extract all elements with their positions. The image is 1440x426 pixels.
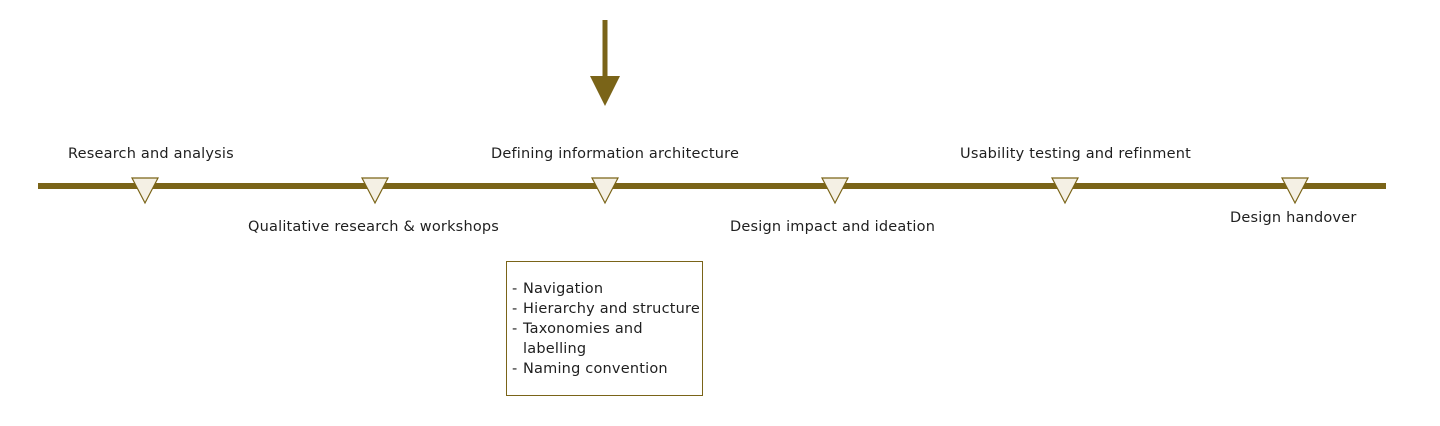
stage-label-qualitative-research: Qualitative research & workshops [248, 219, 500, 235]
stage-label-information-architecture: Defining information architecture [491, 146, 740, 162]
list-item: - Hierarchy and structure [512, 299, 708, 319]
list-item-text: Naming convention [523, 361, 668, 377]
list-item-text: Navigation [523, 281, 604, 297]
stage-detail-list: - Navigation - Hierarchy and structure -… [512, 279, 708, 379]
list-item: - Naming convention [512, 359, 708, 379]
milestone-marker-icon [821, 177, 849, 205]
stage-detail-box: - Navigation - Hierarchy and structure -… [506, 261, 703, 396]
stage-label-research: Research and analysis [68, 146, 234, 162]
list-item: - Taxonomies and labelling [512, 319, 708, 359]
milestone-marker-icon [361, 177, 389, 205]
stage-label-design-handover: Design handover [1230, 210, 1357, 226]
down-arrow-icon [590, 20, 620, 106]
list-item-text: Hierarchy and structure [523, 301, 700, 317]
milestone-marker-icon [591, 177, 619, 205]
milestone-marker-icon [1051, 177, 1079, 205]
list-dash: - [512, 321, 518, 337]
milestone-marker-icon [131, 177, 159, 205]
milestone-marker-icon [1281, 177, 1309, 205]
list-dash: - [512, 361, 518, 377]
timeline-bar [38, 183, 1386, 189]
stage-label-design-impact: Design impact and ideation [730, 219, 936, 235]
stage-label-usability-testing: Usability testing and refinment [960, 146, 1191, 162]
list-item-text: Taxonomies and labelling [523, 321, 643, 357]
list-dash: - [512, 301, 518, 317]
list-item: - Navigation [512, 279, 708, 299]
list-dash: - [512, 281, 518, 297]
